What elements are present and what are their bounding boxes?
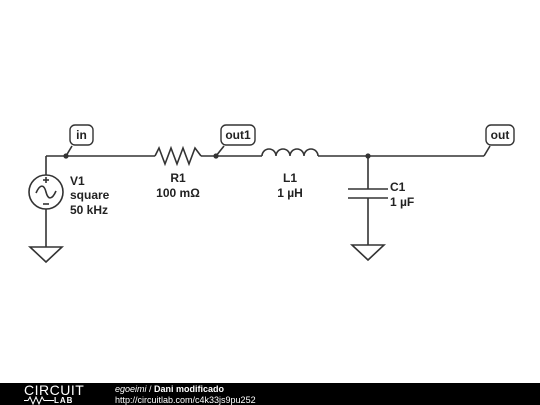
r1-value: 100 mΩ [156, 186, 200, 200]
v1-freq: 50 kHz [70, 203, 108, 217]
author-name[interactable]: egoeimi [115, 384, 147, 394]
r1-ref: R1 [170, 171, 186, 185]
author-separator: / [146, 384, 155, 394]
footer-bar: CIRCUIT LAB egoeimi / Dani modificado ht… [0, 383, 540, 405]
c1-ref: C1 [390, 180, 406, 194]
v1-kind: square [70, 188, 110, 202]
resistor-r1[interactable] [154, 145, 202, 167]
capacitor-c1[interactable] [348, 188, 388, 199]
net-tag-out[interactable]: out [483, 124, 515, 157]
resistor-logo-icon [24, 396, 54, 405]
net-label-out1: out1 [225, 128, 251, 142]
voltage-source-v1[interactable] [28, 174, 64, 210]
net-label-out: out [491, 128, 510, 142]
inductor-l1[interactable] [261, 148, 319, 157]
schematic-canvas[interactable]: in out1 out V1 square 50 kHz R1 100 mΩ L… [0, 0, 540, 383]
circuitlab-logo[interactable]: CIRCUIT LAB [24, 383, 94, 405]
net-label-in: in [76, 128, 87, 142]
net-tag-in[interactable]: in [63, 124, 94, 159]
circuit-title: Dani modificado [154, 384, 225, 394]
brand-bottom: LAB [54, 396, 74, 405]
brand-top: CIRCUIT [24, 382, 85, 398]
c1-value: 1 µF [390, 195, 414, 209]
ground-v1-icon [27, 246, 65, 264]
ground-c1-icon [349, 244, 387, 262]
net-tag-out1[interactable]: out1 [213, 124, 256, 159]
circuit-url-link[interactable]: http://circuitlab.com/c4k33js9pu252 [115, 395, 256, 405]
l1-ref: L1 [283, 171, 297, 185]
l1-value: 1 µH [277, 186, 303, 200]
author-title-line: egoeimi / Dani modificado [115, 384, 224, 394]
v1-ref: V1 [70, 174, 85, 188]
